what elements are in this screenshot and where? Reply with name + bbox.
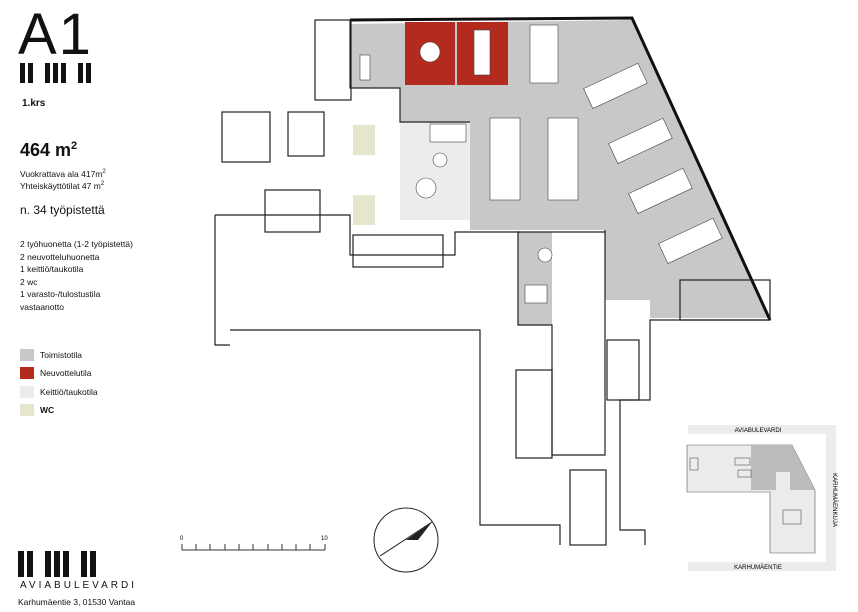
legend-swatch — [20, 349, 34, 361]
workstation-count: n. 34 työpistettä — [20, 203, 105, 217]
shared-area: Yhteiskäyttötilat 47 m2 — [20, 180, 105, 191]
address: Karhumäentie 3, 01530 Vantaa — [18, 597, 136, 607]
north-arrow-compass — [373, 507, 439, 573]
room-list-item: 1 keittiö/taukotila — [20, 264, 84, 274]
legend-swatch — [20, 386, 34, 398]
scale-start: 0 — [180, 536, 184, 542]
room-list-item: vastaanotto — [20, 301, 64, 312]
room-list-item: 2 wc — [20, 276, 38, 287]
desk-clusters — [359, 24, 723, 304]
room-list-item: 1 varasto-/tulostustila — [20, 289, 101, 299]
wc-1 — [353, 125, 375, 155]
floor-label: 1.krs — [22, 98, 46, 109]
key-map-street-east: KARHUMÄENKUJA — [831, 473, 838, 527]
key-map-street-north: AVIABULEVARDI — [735, 428, 782, 434]
brand-name: AVIABULEVARDI — [20, 580, 137, 591]
wc-2 — [353, 195, 375, 225]
building-title: A1 — [18, 2, 93, 67]
legend-kitchen: Keittiö/taukotila — [20, 386, 98, 398]
legend-meeting: Neuvottelutila — [20, 367, 92, 379]
room-list-item: 2 työhuonetta (1-2 työpistettä) — [20, 239, 133, 249]
office-room-lower — [518, 232, 552, 325]
legend-label: Keittiö/taukotila — [40, 387, 98, 397]
scale-end: 10 — [321, 536, 328, 542]
logo-bars — [20, 63, 91, 83]
legend-office: Toimistotila — [20, 349, 82, 361]
room-list: 2 työhuonetta (1-2 työpistettä) 2 neuvot… — [20, 238, 133, 313]
room-list-item: 2 neuvotteluhuonetta — [20, 251, 100, 262]
total-area: 464 m2 — [20, 140, 78, 160]
walls — [349, 20, 470, 123]
legend-label: WC — [40, 405, 55, 415]
legend-wc: WC — [20, 404, 54, 416]
legend-label: Neuvottelutila — [40, 368, 92, 378]
key-map-street-south: KARHUMÄENTIE — [734, 564, 782, 571]
rentable-area: Vuokrattava ala 417m2 — [20, 168, 106, 179]
scale-bar — [181, 544, 326, 551]
legend-label: Toimistotila — [40, 350, 83, 360]
legend-swatch — [20, 367, 34, 379]
legend-swatch — [20, 404, 34, 416]
footer-logo-bars — [18, 551, 96, 577]
facade-north — [349, 16, 772, 321]
key-map — [686, 425, 836, 571]
